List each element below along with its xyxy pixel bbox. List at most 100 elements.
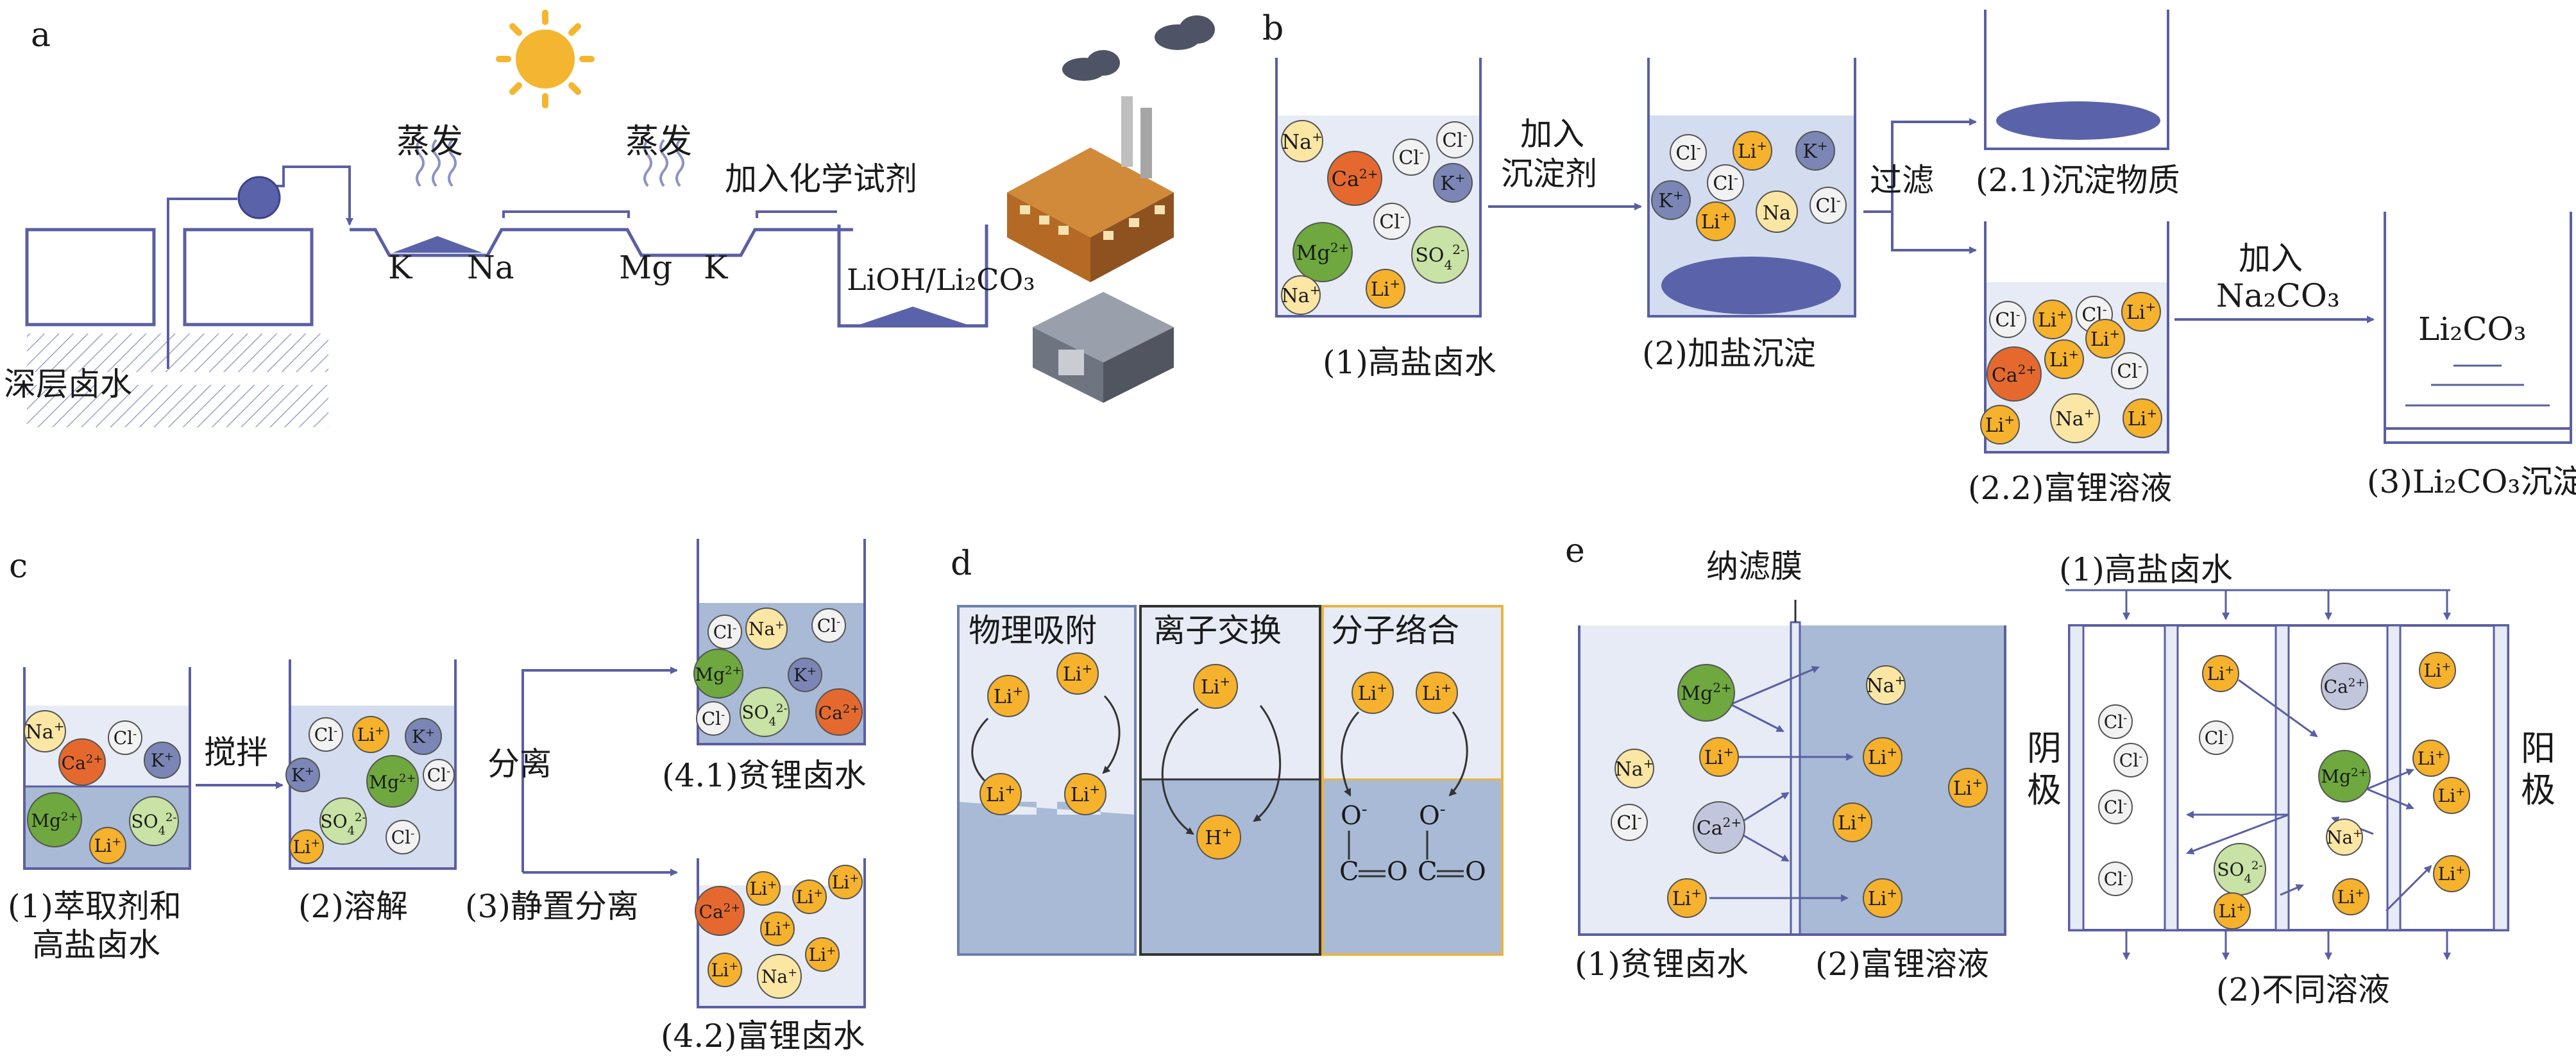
ion-li: Li+ <box>2433 777 2470 814</box>
nanofiltration-tank <box>1578 625 2006 936</box>
lithium-rich-label: (2)富锂溶液 <box>1815 946 1989 983</box>
svg-text:Li+: Li+ <box>2418 748 2445 770</box>
ion-layer: Na+ Ca2+ Cl- Cl- K+ Cl- Mg2+ SO42- Na+ L… <box>24 120 2470 999</box>
ion-li: Li+ <box>828 865 863 899</box>
ion-ca: Ca2+ <box>1987 346 2042 402</box>
ion-li: Li+ <box>2433 855 2470 892</box>
ion-mg: Mg2+ <box>693 649 743 699</box>
ion-ca: Ca2+ <box>695 886 745 936</box>
ion-cl: Cl- <box>2111 352 2148 389</box>
ion-na: Na <box>1756 191 1798 233</box>
separate-label: 分离 <box>487 745 552 783</box>
ion-cl: Cl- <box>1707 164 1744 201</box>
physical-adsorption-box <box>957 605 1137 956</box>
step42-label: (4.2)富锂卤水 <box>661 1017 865 1055</box>
ion-li: Li+ <box>2033 300 2072 339</box>
beaker-extractant <box>23 667 191 870</box>
box2-title: 离子交换 <box>1153 612 1282 649</box>
ion-na: Na+ <box>2050 393 2100 443</box>
ion-k: K+ <box>788 658 822 692</box>
anode-label-1: 阳 <box>2521 728 2555 768</box>
ion-cl: Cl- <box>2098 790 2133 824</box>
beaker-lithium-rich-c <box>697 858 866 1008</box>
add-na2co3-label-2: Na₂CO₃ <box>2216 277 2340 314</box>
ion-cl: Cl- <box>696 701 731 736</box>
ion-na: Na+ <box>24 710 66 752</box>
ion-li: Li+ <box>2202 655 2239 692</box>
product-label: LiOH/Li₂CO₃ <box>847 262 1035 297</box>
step3-label: (3)静置分离 <box>465 888 639 925</box>
ion-so4: SO42- <box>2214 843 2266 895</box>
ion-k: K+ <box>1795 131 1835 171</box>
ion-na: Na+ <box>1281 120 1323 162</box>
pump-icon <box>237 176 281 219</box>
ion-li: Li+ <box>979 773 1022 815</box>
add-precipitant-label-2: 沉淀剂 <box>1501 155 1597 192</box>
ion-li: Li+ <box>805 937 840 972</box>
ion-cl: Cl- <box>386 820 420 854</box>
ion-cl: Cl- <box>309 717 343 752</box>
ion-li: Li+ <box>792 879 827 914</box>
ion-so4: SO42- <box>740 687 790 737</box>
svg-text:O: O <box>1465 857 1486 887</box>
ion-li: Li+ <box>2214 892 2251 929</box>
add-precipitant-label-1: 加入 <box>1520 115 1584 153</box>
ion-cl: Cl- <box>2098 862 2133 896</box>
ion-mg: Mg2+ <box>27 792 82 847</box>
step3-label: (3)Li₂CO₃沉淀 <box>2367 463 2576 500</box>
beaker-lithium-poor <box>697 539 866 745</box>
svg-text:Ca2+: Ca2+ <box>1331 166 1378 191</box>
svg-text:Na+: Na+ <box>2056 405 2095 430</box>
ion-ca: Ca2+ <box>58 738 106 786</box>
ion-li: Li+ <box>1056 652 1099 695</box>
anode-plate <box>2493 624 2509 931</box>
panel-letter-b: b <box>1262 10 1284 48</box>
panel-d: d 物理吸附 离子交换 分子络合 O- C O <box>951 545 1504 956</box>
deep-brine-label: 深层卤水 <box>4 366 132 403</box>
add-na2co3-label-1: 加入 <box>2239 240 2303 277</box>
ion-li: Li+ <box>1416 672 1458 714</box>
svg-text:Li+: Li+ <box>94 835 122 857</box>
warehouse-icon <box>1033 292 1174 403</box>
ion-ca: Ca2+ <box>2321 663 2368 710</box>
ion-li: Li+ <box>1064 773 1106 815</box>
ion-na: Na+ <box>745 607 788 650</box>
svg-text:Mg2+: Mg2+ <box>695 664 741 686</box>
ion-na: Na+ <box>1866 665 1906 705</box>
step2-label: (2)溶解 <box>298 888 408 925</box>
step1-label-line2: 高盐卤水 <box>32 926 160 963</box>
ion-ca: Ca2+ <box>1327 151 1382 206</box>
ion-li: Li+ <box>1863 878 1902 918</box>
ion-na: Na+ <box>757 954 802 999</box>
ion-na: Na+ <box>2326 819 2363 856</box>
ion-membrane-2 <box>2275 624 2290 931</box>
step21-label: (2.1)沉淀物质 <box>1976 162 2180 199</box>
svg-text:Li+: Li+ <box>1985 412 2015 437</box>
beaker-precipitate <box>1984 10 2169 150</box>
ion-li: Li+ <box>746 871 781 906</box>
ion-cl: Cl- <box>1611 804 1648 841</box>
ion-li: Li+ <box>1667 878 1707 918</box>
ion-ca: Ca2+ <box>815 688 863 736</box>
beaker-brine <box>1275 58 1482 318</box>
cathode-plate <box>2068 624 2085 931</box>
svg-text:Na+: Na+ <box>2326 827 2362 849</box>
ion-li: Li+ <box>1733 131 1772 171</box>
factory-icon <box>1007 96 1174 282</box>
ion-na: Na+ <box>1281 275 1321 315</box>
ion-membrane-1 <box>2164 624 2179 931</box>
anode-label-2: 极 <box>2521 770 2555 810</box>
ion-mg: Mg2+ <box>1677 664 1735 722</box>
stir-label: 搅拌 <box>204 734 268 771</box>
ion-ca: Ca2+ <box>1693 801 1745 854</box>
ion-k: K+ <box>144 742 181 779</box>
membrane-label: 纳滤膜 <box>1706 548 1802 585</box>
ion-cl: Cl- <box>1393 139 1430 176</box>
ion-li: Li+ <box>2412 740 2450 777</box>
ion-cl: Cl- <box>423 759 455 791</box>
svg-text:Li+: Li+ <box>2090 326 2120 351</box>
ion-li: Li+ <box>1193 664 1238 709</box>
pond1-right-label: Na <box>467 249 514 286</box>
ion-h: H+ <box>1196 815 1241 860</box>
